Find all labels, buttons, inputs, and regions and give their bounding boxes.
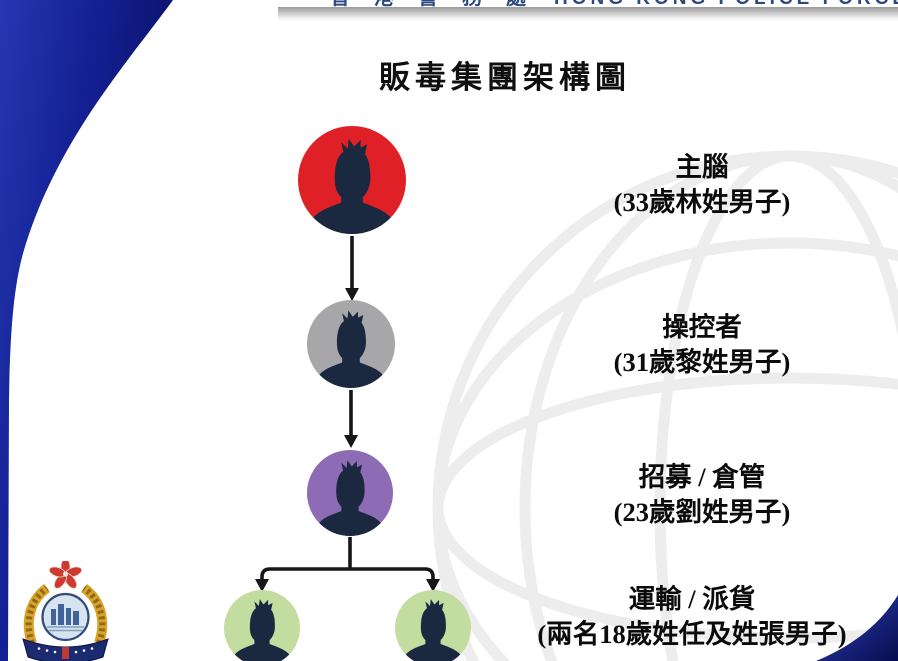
- label-recruiter-storekeeper: 招募 / 倉管 (23歲劉姓男子): [492, 460, 898, 530]
- header-divider-band: [278, 7, 898, 21]
- org-name-chinese: 香港警務處: [330, 0, 550, 9]
- label-transport-delivery: 運輸 / 派貨 (兩名18歲姓任及姓張男子): [482, 582, 898, 652]
- label-mastermind: 主腦 (33歲林姓男子): [492, 150, 898, 220]
- recruiter-avatar-icon: [307, 450, 393, 536]
- org-name-english: HONG KONG POLICE FORCE: [554, 0, 898, 9]
- hong-kong-police-crest-icon: [22, 561, 109, 661]
- role-text: 運輸 / 派貨: [628, 584, 756, 614]
- role-text: 招募 / 倉管: [638, 462, 766, 492]
- blue-swoosh-left: [0, 0, 173, 661]
- role-text: 操控者: [662, 312, 742, 342]
- page-title: 販毒集團架構圖: [379, 60, 631, 95]
- detail-text: (兩名18歲姓任及姓張男子): [537, 619, 847, 649]
- mastermind-avatar-icon: [298, 126, 406, 234]
- controller-avatar-icon: [307, 300, 395, 388]
- courier-right-avatar-icon: [395, 590, 471, 661]
- blue-swoosh-bottom-right: [816, 595, 898, 661]
- detail-text: (33歲林姓男子): [613, 187, 791, 217]
- detail-text: (23歲劉姓男子): [613, 497, 791, 527]
- bauhinia-flower-icon: [48, 561, 83, 589]
- courier-left-avatar-icon: [224, 590, 300, 661]
- label-controller: 操控者 (31歲黎姓男子): [492, 310, 898, 380]
- role-text: 主腦: [675, 152, 729, 182]
- header-org-name: 香港警務處 HONG KONG POLICE FORCE: [330, 0, 898, 10]
- detail-text: (31歲黎姓男子): [613, 347, 791, 377]
